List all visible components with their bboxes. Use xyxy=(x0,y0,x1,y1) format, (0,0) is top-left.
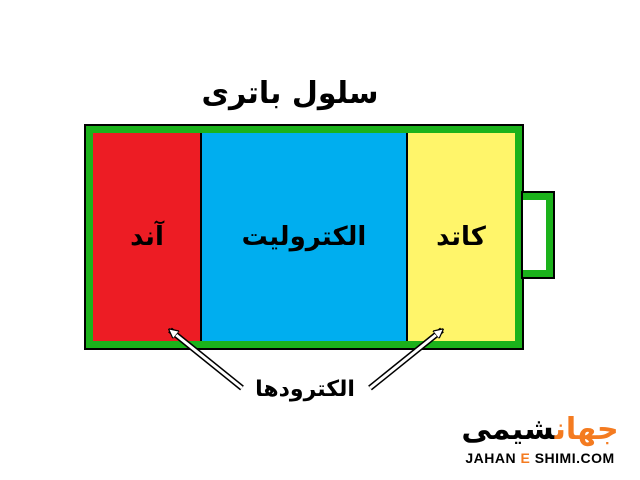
anode-label: آند xyxy=(130,222,164,252)
battery-terminal xyxy=(521,191,555,279)
logo-word-2: شیمی xyxy=(461,412,555,447)
logo-url-1: JAHAN xyxy=(465,450,517,466)
logo-url-2: E xyxy=(520,450,531,466)
electrodes-label: الکترودها xyxy=(255,377,355,402)
electrolyte-region: الکترولیت xyxy=(201,133,407,341)
site-logo: جهانشیمی JAHAN E SHIMI.COM xyxy=(450,412,630,472)
battery-casing xyxy=(84,124,524,350)
electrolyte-label: الکترولیت xyxy=(241,222,367,252)
logo-url: JAHAN E SHIMI.COM xyxy=(450,450,630,470)
electrolyte-cathode-divider xyxy=(406,133,408,341)
logo-wordmark: جهانشیمی xyxy=(450,412,630,448)
anode-electrolyte-divider xyxy=(200,133,202,341)
logo-url-3: SHIMI.COM xyxy=(534,450,615,466)
logo-word-1: جهان xyxy=(554,412,619,447)
anode-region: آند xyxy=(93,133,201,341)
cathode-label: کاتد xyxy=(436,222,486,252)
diagram-title: سلول باتری xyxy=(201,76,379,111)
cathode-region: کاتد xyxy=(407,133,515,341)
